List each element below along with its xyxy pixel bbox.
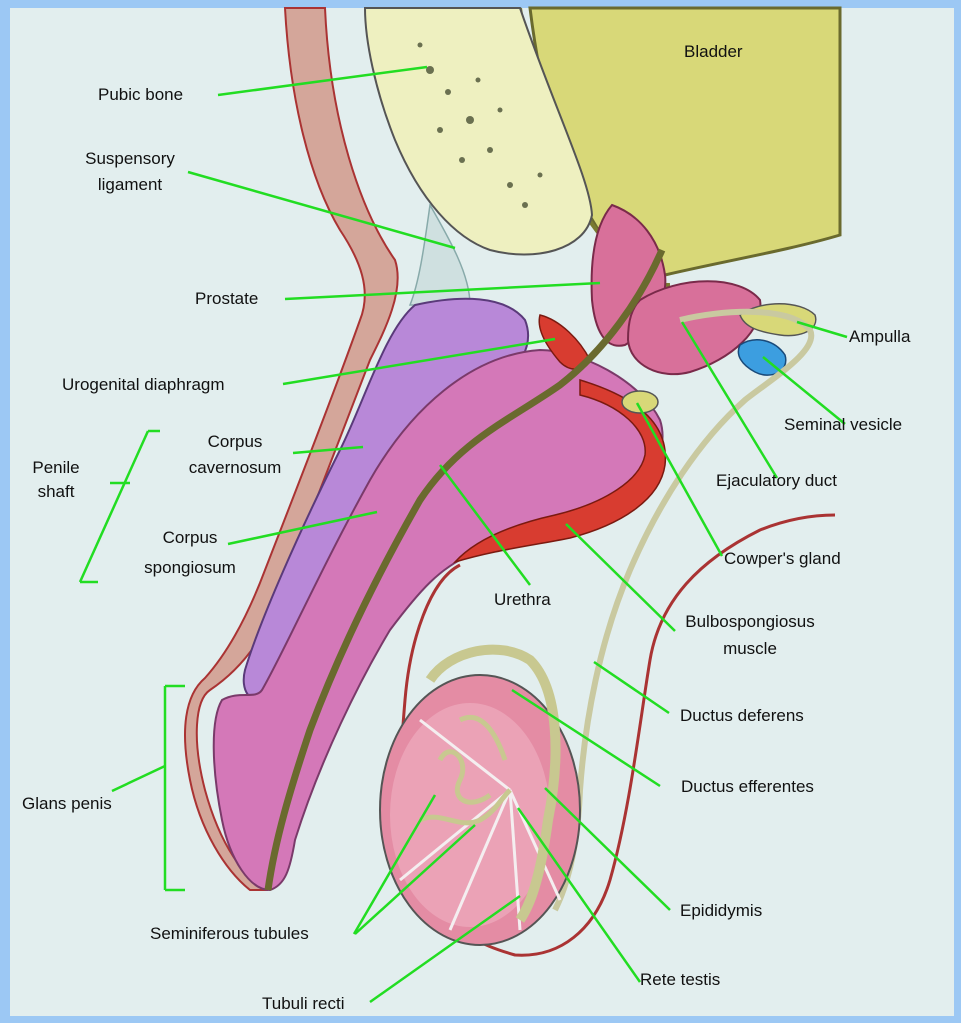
- label-suspensory-ligament-line2: ligament: [70, 174, 190, 196]
- label-pubic-bone: Pubic bone: [98, 84, 183, 106]
- label-cowpers-gland: Cowper's gland: [724, 548, 841, 570]
- label-ampulla: Ampulla: [849, 326, 910, 348]
- label-suspensory-ligament-line1: Suspensory: [70, 148, 190, 170]
- label-seminiferous-tubules: Seminiferous tubules: [150, 923, 309, 945]
- label-penile-shaft-line2: shaft: [20, 481, 92, 503]
- label-urogenital-diaphragm: Urogenital diaphragm: [62, 374, 225, 396]
- label-prostate: Prostate: [195, 288, 258, 310]
- label-rete-testis: Rete testis: [640, 969, 720, 991]
- label-ductus-efferentes: Ductus efferentes: [681, 776, 814, 798]
- label-bladder: Bladder: [684, 41, 743, 63]
- label-corpus-cavernosum-line1: Corpus: [175, 431, 295, 453]
- label-bulbospongiosus-muscle-line1: Bulbospongiosus: [670, 611, 830, 633]
- label-bulbospongiosus-muscle-line2: muscle: [670, 638, 830, 660]
- label-penile-shaft-line1: Penile: [20, 457, 92, 479]
- label-corpus-spongiosum-line2: spongiosum: [130, 557, 250, 579]
- label-ejaculatory-duct: Ejaculatory duct: [716, 470, 837, 492]
- label-epididymis: Epididymis: [680, 900, 762, 922]
- label-corpus-spongiosum-line1: Corpus: [130, 527, 250, 549]
- label-corpus-cavernosum-line2: cavernosum: [175, 457, 295, 479]
- label-seminal-vesicle: Seminal vesicle: [784, 414, 902, 436]
- label-ductus-deferens: Ductus deferens: [680, 705, 804, 727]
- label-tubuli-recti: Tubuli recti: [262, 993, 345, 1015]
- label-urethra: Urethra: [494, 589, 551, 611]
- label-glans-penis: Glans penis: [22, 793, 112, 815]
- testis-inner: [390, 703, 550, 927]
